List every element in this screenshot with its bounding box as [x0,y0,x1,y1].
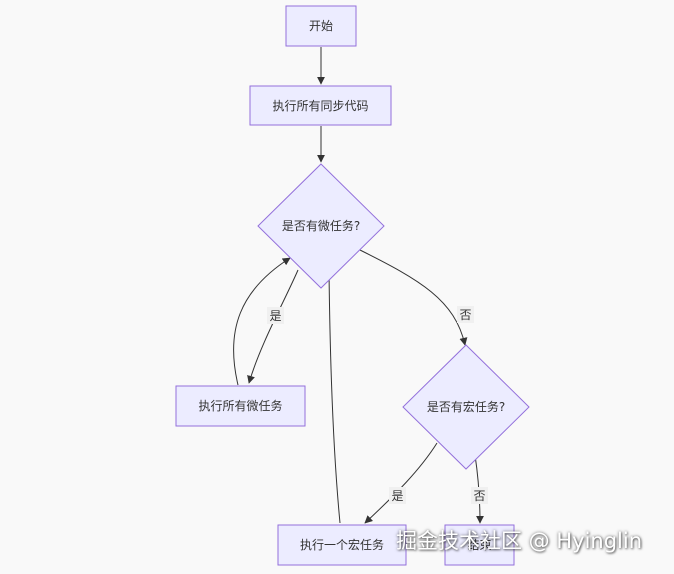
node-sync-code: 执行所有同步代码 [249,85,392,126]
node-sync-code-box [249,85,392,126]
watermark-text: 掘金技术社区 @ Hyinglin [396,529,643,553]
node-has-macro-diamond [402,344,530,470]
node-has-macro: 是否有宏任务? [402,344,530,470]
node-start: 开始 [285,5,357,47]
node-run-micro-label: 执行所有微任务 [198,398,282,413]
edge-label-bg-micro-no [457,306,474,323]
node-end: 结束 [444,524,515,566]
edge-label-bg-micro-yes [267,307,284,324]
edge-label-bg-macro-no [471,487,488,504]
node-start-label: 开始 [309,19,333,33]
edge-label-macro-yes: 是 [391,489,403,503]
node-end-label: 结束 [467,538,491,552]
edge-has-micro-no-to-has-macro [359,249,468,346]
node-sync-code-label: 执行所有同步代码 [272,99,368,113]
edge-label-micro-no: 否 [459,308,471,322]
node-run-macro-box [277,524,407,566]
node-start-box [285,5,357,47]
node-has-micro-diamond [257,163,385,289]
edge-labels: 是 否 是 否 [267,306,488,504]
edge-label-micro-yes: 是 [269,309,281,323]
edge-run-micro-to-has-micro [233,257,291,386]
node-has-micro: 是否有微任务? [257,163,385,289]
node-run-macro: 执行一个宏任务 [277,524,407,566]
edge-has-macro-yes-to-run-macro [364,442,438,524]
node-has-micro-label: 是否有微任务? [282,218,360,233]
node-run-micro: 执行所有微任务 [175,385,306,427]
edge-label-macro-no: 否 [473,489,485,503]
node-end-box [444,524,515,566]
node-has-macro-label: 是否有宏任务? [427,399,505,414]
node-run-micro-box [175,385,306,427]
edge-run-macro-to-has-micro [325,269,341,524]
node-run-macro-label: 执行一个宏任务 [300,537,384,552]
edge-label-bg-macro-yes [389,487,406,504]
